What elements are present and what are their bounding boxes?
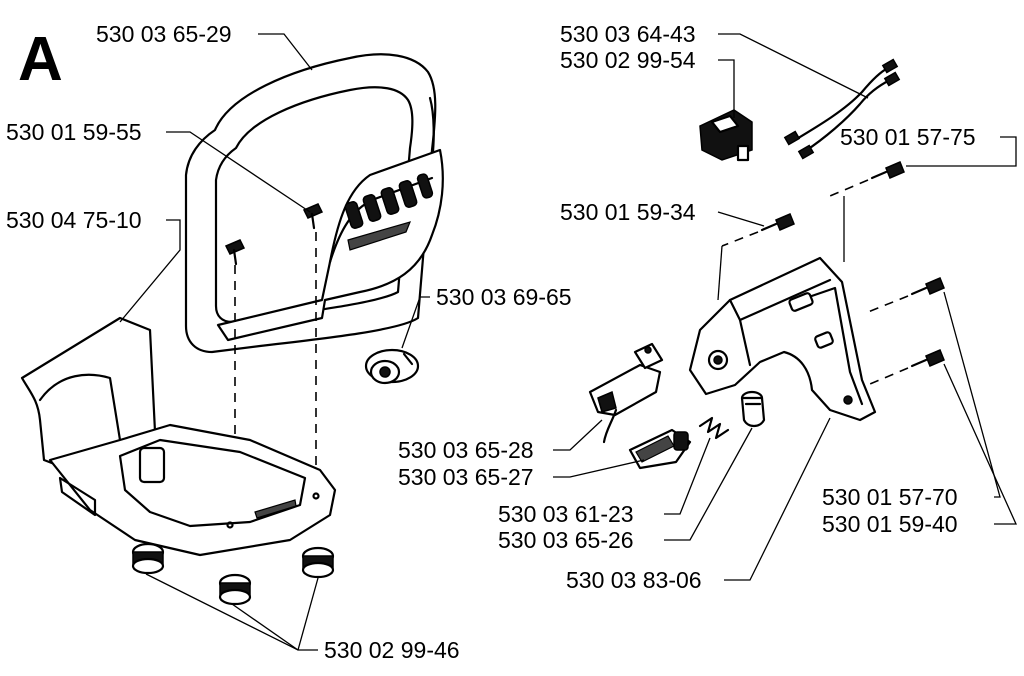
spring: [698, 416, 730, 440]
leader-lines: [119, 33, 1018, 651]
part-label-530-01-57-70: 530 01 57-70: [822, 484, 958, 510]
section-letter: A: [18, 25, 63, 94]
switch: [699, 109, 753, 162]
base-frame: [20, 316, 337, 557]
part-label-530-01-59-55: 530 01 59-55: [6, 119, 142, 145]
part-label-530-04-75-10: 530 04 75-10: [6, 207, 142, 233]
cover-housing: [688, 256, 877, 422]
part-label-530-03-64-43: 530 03 64-43: [560, 21, 696, 47]
part-label-530-03-69-65: 530 03 69-65: [436, 284, 572, 310]
loop-screws: [224, 203, 324, 266]
part-label-530-01-59-40: 530 01 59-40: [822, 511, 958, 537]
knob: [364, 348, 420, 385]
cable: [783, 58, 901, 160]
part-label-530-02-99-46: 530 02 99-46: [324, 637, 460, 663]
vibration-dampers: [131, 542, 335, 606]
part-label-530-03-65-26: 530 03 65-26: [498, 527, 634, 553]
part-label-530-03-65-29: 530 03 65-29: [96, 21, 232, 47]
part-label-530-03-65-28: 530 03 65-28: [398, 437, 534, 463]
part-label-530-03-61-23: 530 03 61-23: [498, 501, 634, 527]
throttle-trigger: [588, 342, 664, 444]
part-label-530-03-83-06: 530 03 83-06: [566, 567, 702, 593]
throttle-lockout: [628, 428, 692, 470]
part-label-530-01-57-75: 530 01 57-75: [840, 124, 976, 150]
part-label-530-03-65-27: 530 03 65-27: [398, 464, 534, 490]
part-label-530-02-99-54: 530 02 99-54: [560, 47, 696, 73]
sleeve: [740, 390, 766, 428]
guard-plate: [216, 148, 444, 342]
cover-screws: [721, 161, 945, 385]
part-label-530-01-59-34: 530 01 59-34: [560, 199, 696, 225]
